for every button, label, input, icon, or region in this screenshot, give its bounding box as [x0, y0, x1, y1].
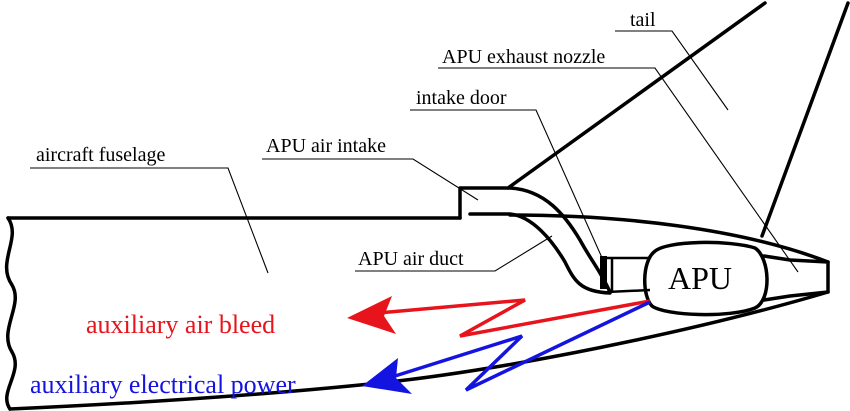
duct-lower-wall	[468, 212, 612, 295]
electrical-arrowhead	[362, 358, 412, 394]
label-tail: tail	[630, 9, 656, 31]
intake-door-panel	[600, 256, 607, 289]
leader-air-duct	[355, 235, 553, 272]
label-exhaust-nozzle: APU exhaust nozzle	[442, 46, 605, 68]
apu-air-intake	[458, 186, 612, 295]
label-air-intake: APU air intake	[266, 135, 386, 157]
fuselage-upper-skin	[508, 213, 830, 264]
plenum	[606, 256, 651, 294]
labels: tail APU exhaust nozzle intake door APU …	[30, 9, 656, 399]
label-fuselage: aircraft fuselage	[36, 144, 165, 166]
intake-door	[600, 256, 651, 294]
air-bleed-arrowhead	[347, 296, 396, 334]
fuselage-break-line	[4, 216, 18, 411]
apu-exhaust-nozzle-body	[762, 254, 830, 302]
auxiliary-electrical-power-arrow	[362, 300, 651, 394]
leader-exhaust	[438, 67, 799, 273]
tail-trailing-edge	[760, 1, 850, 238]
label-air-bleed: auxiliary air bleed	[86, 310, 275, 339]
leader-lines	[30, 30, 799, 274]
label-electrical-power: auxiliary electrical power	[30, 370, 296, 399]
electrical-zigzag	[394, 300, 651, 392]
leader-tail	[615, 30, 729, 111]
auxiliary-air-bleed-arrow	[347, 296, 651, 338]
label-air-duct: APU air duct	[358, 248, 464, 270]
leader-fuselage	[30, 167, 269, 274]
tail-leading-edge	[506, 1, 767, 190]
leader-intake-door	[410, 109, 604, 261]
intake-scoop	[458, 186, 612, 294]
air-bleed-zigzag	[377, 298, 651, 338]
label-intake-door: intake door	[416, 87, 507, 109]
tail	[506, 1, 850, 238]
leader-air-intake	[262, 158, 479, 201]
apu-label: APU	[668, 260, 732, 296]
